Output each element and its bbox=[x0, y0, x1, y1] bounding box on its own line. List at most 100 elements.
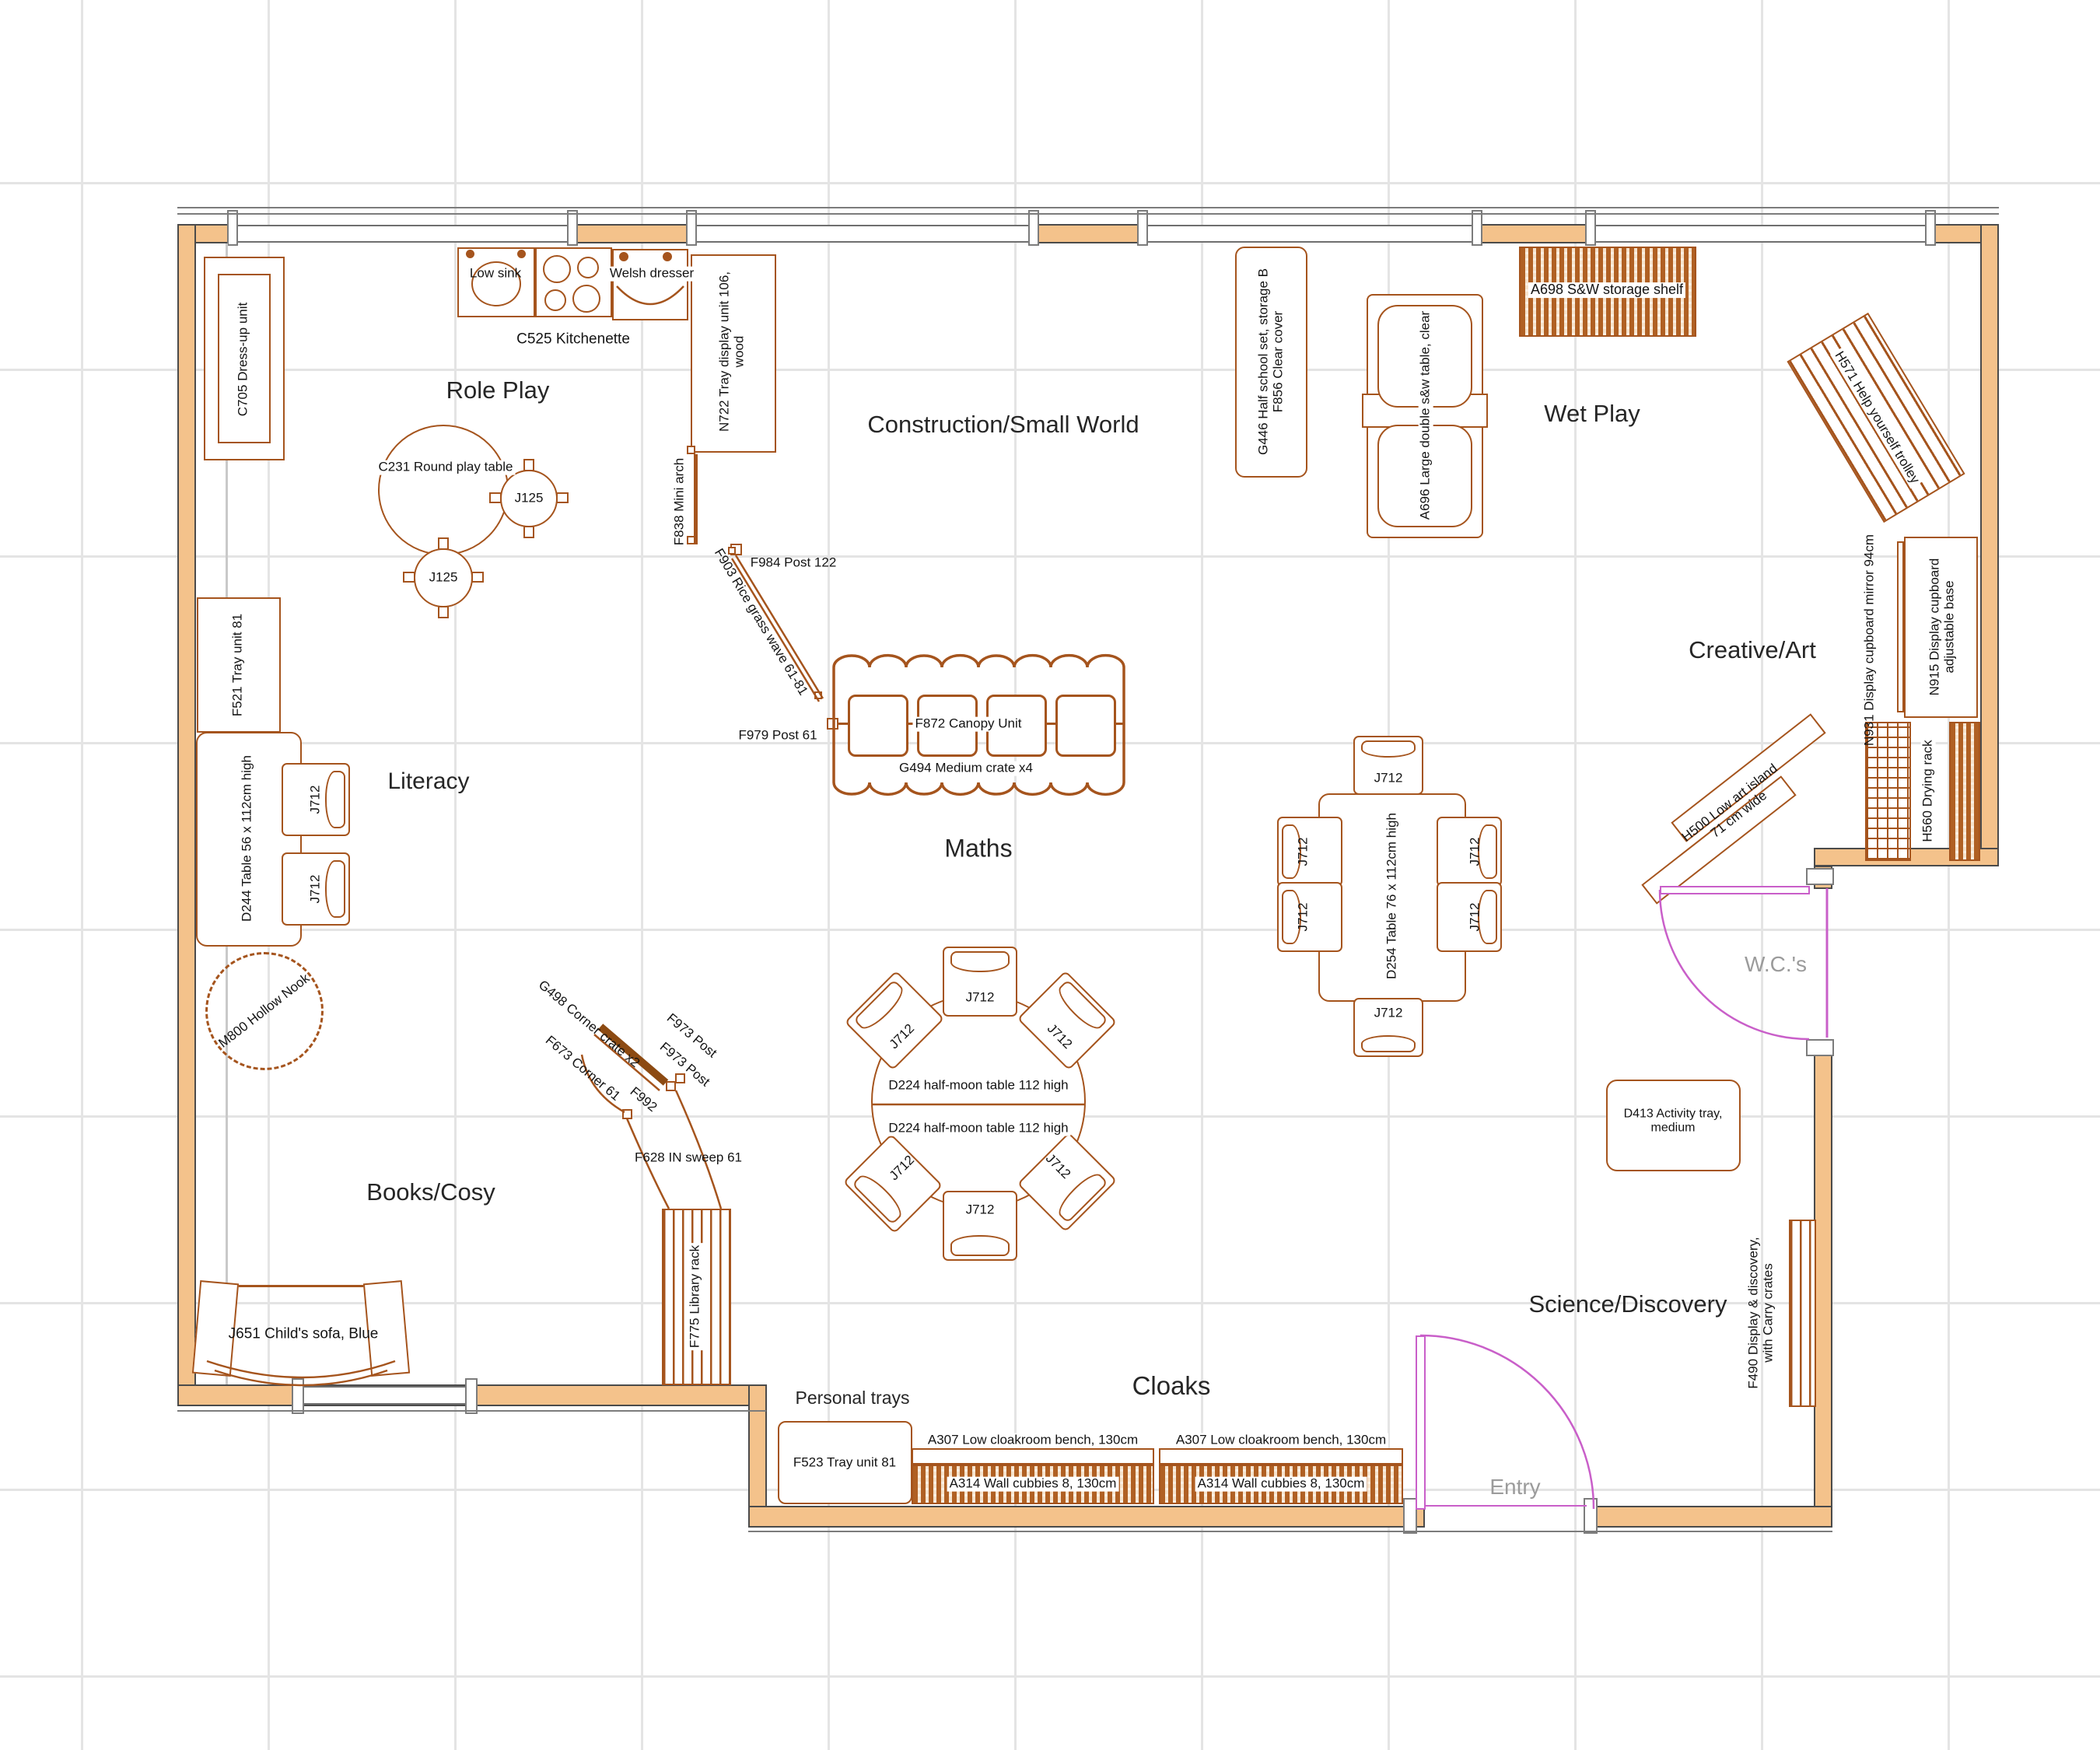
c705-label: C705 Dress-up unit bbox=[236, 303, 251, 416]
c231-label: C231 Round play table bbox=[376, 460, 516, 475]
wall-right-lower bbox=[1814, 1039, 1832, 1527]
table-leg bbox=[438, 606, 449, 618]
d413-label: D413 Activity tray,medium bbox=[1624, 1107, 1723, 1134]
wall-tab bbox=[292, 1378, 304, 1414]
h560-label-text: H560 Drying rack bbox=[1920, 737, 1936, 845]
f523-label-text: F523 Tray unit 81 bbox=[793, 1454, 897, 1470]
j712-label-text: J712 bbox=[965, 989, 995, 1005]
wall-tab bbox=[1585, 210, 1596, 246]
wave-end bbox=[728, 547, 736, 555]
j712-label: J712 bbox=[1374, 1006, 1403, 1021]
f523-label: F523 Tray unit 81 bbox=[793, 1454, 897, 1471]
area-personal-trays-text: Personal trays bbox=[795, 1387, 910, 1408]
area-construction-small-world-text: Construction/Small World bbox=[867, 411, 1139, 439]
area-entry-text: Entry bbox=[1489, 1474, 1541, 1499]
area-cloaks-text: Cloaks bbox=[1132, 1371, 1211, 1401]
f523-tray-unit bbox=[778, 1421, 912, 1504]
table-leg bbox=[523, 526, 534, 538]
area-role-play-text: Role Play bbox=[446, 376, 550, 404]
a307-label-text: A307 Low cloakroom bench, 130cm bbox=[1173, 1433, 1389, 1448]
g498-label-text: G498 Corner crate x2 bbox=[535, 977, 643, 1071]
burner bbox=[577, 257, 599, 278]
wc-door-leaf bbox=[1660, 886, 1810, 894]
table-leg bbox=[438, 537, 449, 550]
table-leg bbox=[523, 459, 534, 471]
j712-label-text: J712 bbox=[1467, 837, 1482, 866]
g494-label-text: G494 Medium crate x4 bbox=[897, 761, 1035, 776]
window bbox=[233, 225, 573, 243]
area-science-discovery: Science/Discovery bbox=[1529, 1290, 1727, 1318]
wall-tab bbox=[465, 1378, 478, 1414]
table-leg bbox=[556, 492, 569, 503]
d254-label: D254 Table 76 x 112cm high bbox=[1384, 813, 1400, 979]
d224-label-text: D224 half-moon table 112 high bbox=[886, 1121, 1071, 1136]
arch-end bbox=[686, 535, 695, 544]
d224-label: D224 half-moon table 112 high bbox=[886, 1121, 1071, 1136]
n722-label: N722 Tray display unit 106,wood bbox=[716, 271, 746, 432]
j125-label-text: J125 bbox=[429, 569, 458, 585]
a307-bench bbox=[1159, 1448, 1403, 1465]
f872-crate bbox=[848, 695, 908, 757]
wall-top-pier bbox=[1034, 224, 1143, 243]
a696-label-text: A696 Large double s&w table, clear bbox=[1418, 308, 1433, 523]
j125-label: J125 bbox=[514, 490, 544, 506]
wall-cloaks-bottom-left bbox=[748, 1506, 1425, 1528]
chair-j712 bbox=[943, 947, 1017, 1017]
area-role-play: Role Play bbox=[446, 376, 550, 404]
f628-label-text: F628 IN sweep 61 bbox=[635, 1150, 742, 1165]
window bbox=[1143, 225, 1478, 243]
j712-label-text: J712 bbox=[1374, 1005, 1403, 1020]
a307-label-text: A307 Low cloakroom bench, 130cm bbox=[925, 1433, 1141, 1448]
dresser-knob bbox=[619, 252, 628, 261]
f992-post bbox=[621, 1108, 632, 1119]
m800-hollow-nook bbox=[205, 952, 324, 1070]
area-construction-small-world: Construction/Small World bbox=[867, 411, 1139, 439]
a307-label: A307 Low cloakroom bench, 130cm bbox=[925, 1433, 1141, 1448]
a314-label: A314 Wall cubbies 8, 130cm bbox=[1195, 1476, 1367, 1492]
j712-label: J712 bbox=[965, 1202, 995, 1218]
wall-tab bbox=[1806, 1039, 1834, 1056]
chair-j712 bbox=[1353, 736, 1423, 795]
n931-label-text: N931 Display cupboard mirror 94cm bbox=[1861, 534, 1877, 747]
wall-tab bbox=[1925, 210, 1936, 246]
d224-label-text: D224 half-moon table 112 high bbox=[886, 1078, 1071, 1094]
f872-crate bbox=[1055, 695, 1116, 757]
window bbox=[1591, 225, 1931, 243]
n722-label-text: wood bbox=[731, 335, 746, 368]
d244-label: D244 Table 56 x 112cm high bbox=[240, 755, 255, 922]
j712-label-text: J712 bbox=[307, 785, 323, 814]
j125-label-text: J125 bbox=[514, 490, 544, 506]
f979-label: F979 Post 61 bbox=[738, 727, 817, 744]
n915-label-text: adjustable base bbox=[1941, 555, 1957, 698]
f979-label-text: F979 Post 61 bbox=[738, 727, 817, 743]
j712-label-text: J712 bbox=[1467, 902, 1482, 932]
f490-label-text: F490 Display & discovery, bbox=[1745, 1237, 1761, 1389]
area-books-cosy-text: Books/Cosy bbox=[366, 1178, 495, 1206]
table-leg bbox=[489, 492, 502, 503]
f521-tray-unit bbox=[197, 597, 281, 733]
f775-label: F775 Library rack bbox=[688, 1242, 703, 1351]
area-personal-trays: Personal trays bbox=[795, 1388, 909, 1408]
f872-label-text: F872 Canopy Unit bbox=[912, 716, 1024, 732]
j712-label-text: J712 bbox=[965, 1202, 995, 1217]
wall-tab bbox=[1137, 210, 1148, 246]
wall-tab bbox=[1472, 210, 1482, 246]
f872-label: F872 Canopy Unit bbox=[912, 716, 1024, 732]
dresser-knob bbox=[663, 252, 672, 261]
d413-activity-tray bbox=[1606, 1080, 1741, 1171]
a314-label-text: A314 Wall cubbies 8, 130cm bbox=[947, 1476, 1119, 1492]
n722-tray-display-unit bbox=[691, 254, 776, 453]
d224-label: D224 half-moon table 112 high bbox=[886, 1078, 1071, 1094]
area-creative-art-text: Creative/Art bbox=[1689, 636, 1816, 664]
f521-label-text: F521 Tray unit 81 bbox=[229, 613, 245, 717]
f521-label: F521 Tray unit 81 bbox=[229, 613, 246, 717]
n722-label-text: N722 Tray display unit 106, bbox=[716, 271, 732, 432]
area-wcs-text: W.C.'s bbox=[1744, 951, 1808, 976]
sink-basin bbox=[471, 261, 521, 306]
sink-tap bbox=[516, 249, 526, 258]
wall-tab bbox=[1584, 1498, 1598, 1534]
sofa-front-curve bbox=[206, 1360, 396, 1379]
c705-inner bbox=[218, 274, 271, 443]
entry-door-leaf bbox=[1416, 1335, 1426, 1510]
